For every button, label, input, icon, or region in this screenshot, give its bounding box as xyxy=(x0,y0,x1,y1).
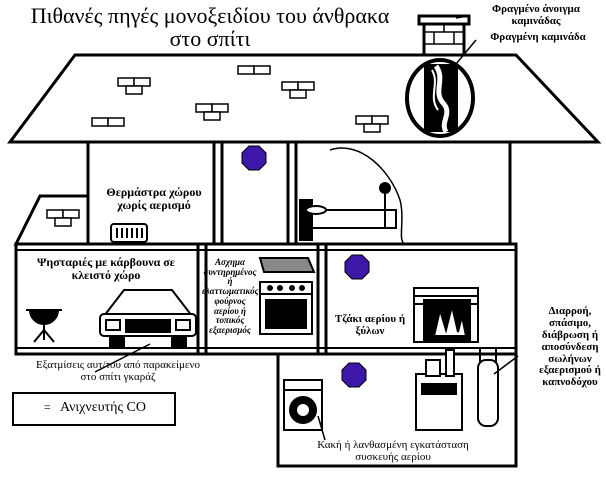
space-heater-icon xyxy=(110,223,148,243)
upper-floor xyxy=(86,140,512,246)
oven-label: Ασχημα συντηρημένος ή ελαττωματικός φούρ… xyxy=(202,257,259,336)
legend-equals: = xyxy=(44,400,51,414)
chimney-blocked-label: Φραγμένη καμινάδα xyxy=(490,31,586,43)
co-detector-icon xyxy=(341,362,367,388)
washer-icon xyxy=(283,379,323,431)
grill-label: Ψησταριές με κάρβουνα σε κλειστό χώρο xyxy=(37,255,175,282)
side-roof xyxy=(13,194,90,246)
chimney-cutaway xyxy=(405,58,475,138)
furnace-icon xyxy=(415,348,499,431)
leak-label: Διαρροή, σπάσιμο, διάβρωση ή αποσύνδεση … xyxy=(539,305,601,389)
car-icon xyxy=(99,289,197,347)
legend-label: Ανιχνευτής CO xyxy=(60,400,146,415)
bad-install-label: Κακή ή λανθασμένη εγκατάσταση συσκευής α… xyxy=(317,439,469,463)
heater-label: Θερμάστρα χώρου χωρίς αερισμό xyxy=(106,185,202,212)
title-line-1: Πιθανές πηγές μονοξειδίου του άνθρακα xyxy=(30,3,390,28)
co-detector-icon xyxy=(344,254,370,280)
fireplace-label: Τζάκι αερίου ή ξύλων xyxy=(334,313,406,337)
legend: = Ανιχνευτής CO xyxy=(12,392,176,426)
bedroom xyxy=(299,147,405,245)
grill-icon xyxy=(26,309,62,343)
fireplace-icon xyxy=(413,287,479,343)
stove-icon xyxy=(258,257,316,335)
chimney-opening-label: Φραγμένο άνοιγμα καμινάδας xyxy=(492,3,580,27)
page-title: Πιθανές πηγές μονοξειδίου του άνθρακα στ… xyxy=(20,4,400,50)
exhaust-label: Εξατμίσεις αυτ/του από παρακείμενο στο σ… xyxy=(36,359,200,383)
co-detector-icon xyxy=(241,145,267,171)
title-line-2: στο σπίτι xyxy=(169,26,251,52)
